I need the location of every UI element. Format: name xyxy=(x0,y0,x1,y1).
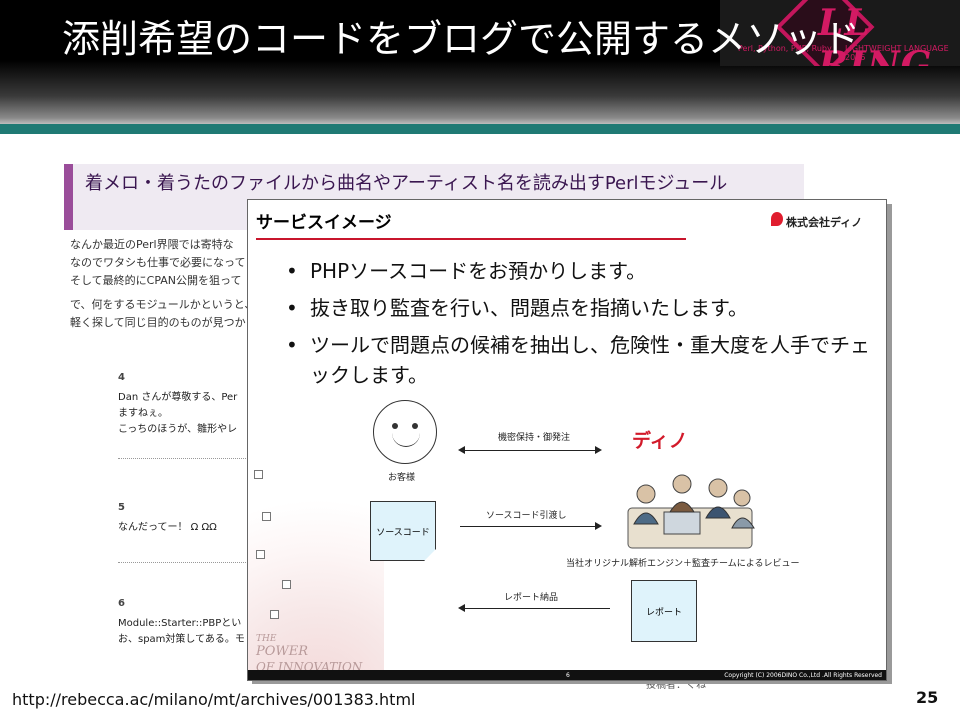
deco-square xyxy=(256,550,265,559)
bullet-item: ツールで問題点の候補を抽出し、危険性・重大度を人手でチェックします。 xyxy=(284,330,874,390)
blog-line: なのでワタシも仕事で必要になって xyxy=(70,256,246,269)
comment-divider xyxy=(118,458,258,459)
deco-square xyxy=(254,470,263,479)
deco-square xyxy=(262,512,271,521)
review-label: 当社オリジナル解析エンジン＋監査チームによるレビュー xyxy=(566,559,800,569)
page-number: 25 xyxy=(916,688,939,707)
heading-underline xyxy=(256,238,686,240)
report-delivery-arrow xyxy=(458,604,610,612)
comment-line: Module::Starter::PBPとい xyxy=(118,618,242,629)
logo-sub-right: LIGHTWEIGHT LANGUAGE 2006 xyxy=(845,44,949,62)
company-name: 株式会社ディノ xyxy=(786,216,863,229)
handover-label: ソースコード引渡し xyxy=(486,511,567,521)
comment-item: 4 Dan さんが尊敬する、Per ますねぇ。 こっちのほうが、雛形やレ xyxy=(118,370,268,438)
deco-text-power: POWER xyxy=(256,644,309,659)
comment-number: 6 xyxy=(118,598,125,609)
customer-smiley-icon xyxy=(373,400,437,464)
blog-line: そして最終的にCPAN公開を狙って xyxy=(70,274,242,287)
slide-footer-bar: 6 Copyright (C) 2006DINO Co.,Ltd .All Ri… xyxy=(248,670,886,680)
ll-ring-logo: LL RING Perl, Python, PHP, Ruby LIGHTWEI… xyxy=(720,0,960,66)
slide-footer-copyright: Copyright (C) 2006DINO Co.,Ltd .All Righ… xyxy=(724,672,882,679)
report-delivery-label: レポート納品 xyxy=(504,593,559,603)
deco-square xyxy=(282,580,291,589)
comment-item: 5 なんだってー！ Ω ΩΩ xyxy=(118,500,268,536)
service-bullet-list: PHPソースコードをお預かりします。 抜き取り監査を行い、問題点を指摘いたします… xyxy=(284,256,874,397)
comment-line: こっちのほうが、雛形やレ xyxy=(118,424,238,435)
dino-mark-icon xyxy=(771,212,783,226)
comment-divider xyxy=(118,562,258,563)
deco-text-the: THE xyxy=(256,634,277,644)
slide-decoration: THE POWER OF INNOVATION xyxy=(248,440,384,680)
bullet-item: PHPソースコードをお預かりします。 xyxy=(284,256,874,286)
dino-logo: ディノ xyxy=(632,430,688,452)
blog-line: で、何をするモジュールかというと、 xyxy=(70,298,256,311)
slide-title: 添削希望のコードをブログで公開するメソッド xyxy=(62,17,861,61)
eye-shape xyxy=(412,423,418,429)
blog-footer-text: 投稿者：くね xyxy=(646,680,706,691)
comment-item: 6 Module::Starter::PBPとい お、spam対策してある。モ xyxy=(118,596,268,648)
slide-footer-page: 6 xyxy=(566,672,570,679)
source-code-box: ソースコード xyxy=(370,501,436,561)
blog-line: 軽く探して同じ目的のものが見つか xyxy=(70,316,246,329)
eye-shape xyxy=(392,423,398,429)
comment-line: なんだってー！ Ω ΩΩ xyxy=(118,522,217,533)
nda-label: 機密保持・御発注 xyxy=(498,433,571,443)
bullet-item: 抜き取り監査を行い、問題点を指摘いたします。 xyxy=(284,293,874,323)
nda-double-arrow xyxy=(458,446,602,454)
review-team-illustration xyxy=(627,474,755,549)
header-stripe xyxy=(0,124,960,134)
comment-line: ますねぇ。 xyxy=(118,408,168,419)
customer-label: お客様 xyxy=(388,473,416,483)
mouth-shape xyxy=(392,431,420,447)
comment-line: お、spam対策してある。モ xyxy=(118,634,245,645)
comment-line: Dan さんが尊敬する、Per xyxy=(118,392,238,403)
comment-number: 4 xyxy=(118,372,125,383)
logo-sub-left: Perl, Python, PHP, Ruby xyxy=(738,44,832,53)
deco-square xyxy=(270,610,279,619)
logo-brand-text: LL RING xyxy=(818,2,933,66)
handover-arrow xyxy=(460,522,602,530)
source-url: http://rebecca.ac/milano/mt/archives/001… xyxy=(12,690,416,709)
report-box: レポート xyxy=(631,580,697,642)
service-slide-heading: サービスイメージ xyxy=(256,213,392,233)
blog-line: なんか最近のPerl界隈では寄特な xyxy=(70,238,234,251)
blog-paragraph: なんか最近のPerl界隈では寄特な なのでワタシも仕事で必要になって そして最終… xyxy=(70,236,270,332)
comment-number: 5 xyxy=(118,502,125,513)
service-image-slide: THE POWER OF INNOVATION サービスイメージ 株式会社ディノ… xyxy=(247,199,887,681)
